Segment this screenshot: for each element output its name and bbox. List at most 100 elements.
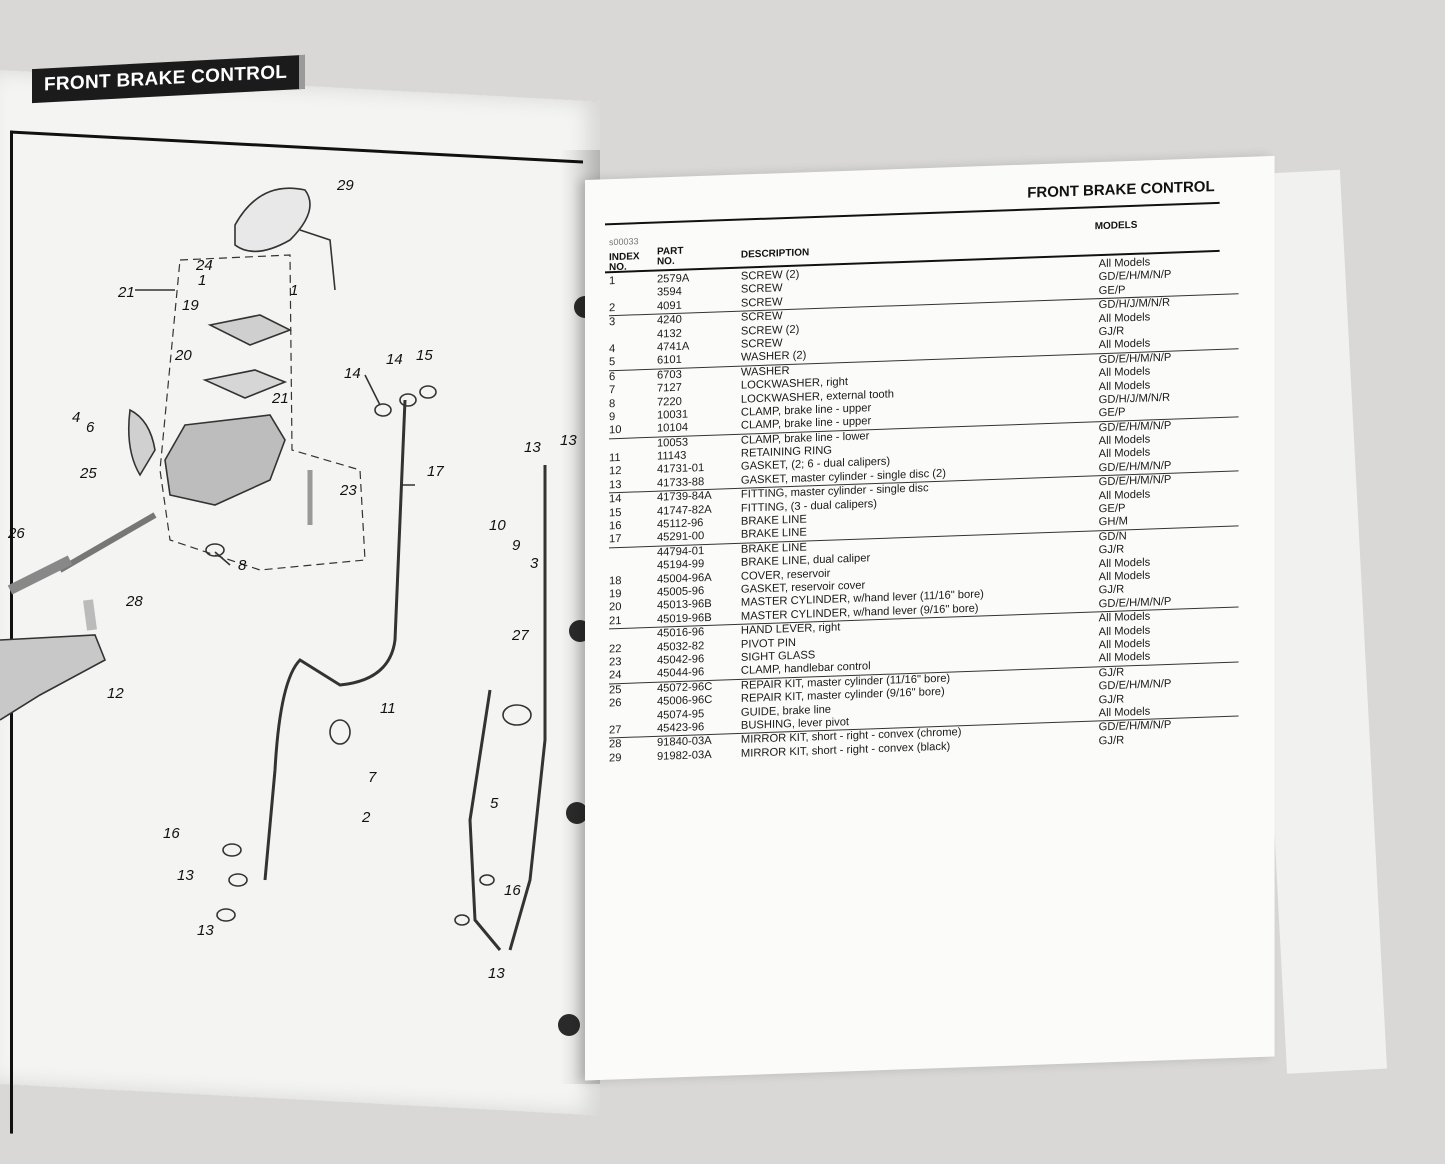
part-number-cell: 7127 (656, 381, 682, 395)
part-number-cell: 4091 (656, 299, 682, 313)
binder-hole (566, 802, 588, 824)
callout: 5 (490, 795, 499, 812)
models-cell: GD/E/H/M/N/P (1098, 595, 1172, 611)
models-cell: GJ/R (1098, 583, 1125, 597)
index-cell: 7 (608, 384, 616, 397)
callout: 7 (368, 769, 377, 786)
index-cell: 3 (608, 316, 616, 329)
part-number-cell: 45291-00 (656, 530, 705, 545)
part-number-cell: 10053 (656, 436, 689, 450)
index-cell: 28 (608, 738, 622, 751)
models-cell: GJ/R (1098, 543, 1125, 557)
index-cell: 5 (608, 356, 616, 369)
part-number-cell: 45044-96 (656, 666, 705, 681)
index-cell: 11 (608, 452, 621, 465)
callout: 10 (489, 517, 506, 534)
callout: 29 (336, 177, 354, 194)
index-cell: 15 (608, 506, 622, 520)
index-cell: 13 (608, 478, 622, 492)
index-cell (609, 629, 639, 630)
callout: 8 (238, 557, 247, 574)
index-cell: 21 (608, 614, 622, 628)
callout: 6 (86, 419, 95, 436)
part-number-cell: 41733-88 (656, 475, 705, 490)
index-cell: 12 (608, 465, 622, 478)
models-cell: GJ/R (1098, 692, 1125, 706)
part-number-cell: 3594 (656, 286, 682, 299)
models-cell: GJ/R (1098, 734, 1125, 748)
binder-hole (558, 1014, 580, 1036)
models-cell: All Models (1098, 705, 1151, 720)
callout: 12 (107, 685, 124, 702)
index-cell: 25 (608, 683, 622, 697)
callout: 11 (380, 700, 396, 717)
callout: 14 (344, 365, 361, 382)
index-cell (609, 438, 639, 439)
exploded-parts-diagram: 29 24 1 1 21 19 20 21 4 6 25 14 15 14 17… (0, 177, 577, 982)
callout: 23 (339, 482, 357, 499)
part-number-cell: 6703 (656, 368, 682, 382)
callout: 4 (72, 409, 80, 426)
callout: 13 (488, 965, 505, 982)
callout: 1 (290, 282, 298, 299)
models-cell: GE/P (1098, 502, 1126, 516)
index-cell (609, 547, 639, 548)
callout: 28 (125, 593, 143, 610)
callout: 17 (427, 463, 444, 480)
index-cell: 16 (608, 519, 622, 533)
index-cell: 9 (608, 410, 616, 424)
models-cell: GJ/R (1098, 666, 1125, 680)
index-cell (609, 710, 639, 711)
callout: 9 (512, 537, 521, 554)
models-cell: GH/M (1098, 515, 1128, 529)
callout: 14 (386, 351, 403, 368)
description-cell: SCREW (740, 295, 783, 310)
header-models: MODELS (1094, 219, 1138, 233)
index-cell (609, 329, 639, 330)
right-page: FRONT BRAKE CONTROL s00033 INDEX NO. PAR… (585, 155, 1275, 1081)
index-cell: 8 (608, 397, 616, 410)
index-cell: 26 (608, 697, 622, 710)
part-number-cell: 45019-96B (656, 611, 712, 626)
part-number-cell: 4741A (656, 340, 690, 354)
index-cell: 1 (608, 275, 616, 288)
index-cell: 20 (608, 601, 622, 614)
right-page-title: FRONT BRAKE CONTROL (1027, 178, 1215, 202)
part-number-cell: 4132 (656, 327, 682, 341)
part-number-cell: 4240 (656, 313, 682, 327)
models-cell: GD/N (1098, 530, 1127, 544)
callout: 1 (198, 272, 206, 289)
index-cell: 6 (608, 370, 616, 384)
description-cell: BRAKE LINE (740, 526, 807, 542)
callout: 21 (271, 390, 289, 407)
callout: 20 (174, 347, 192, 364)
callout: 25 (79, 465, 97, 482)
callout: 13 (197, 922, 214, 939)
index-cell: 4 (608, 342, 616, 356)
models-cell: GE/P (1098, 283, 1126, 297)
index-cell (609, 288, 639, 289)
part-number-cell: 2579A (656, 272, 690, 286)
part-number-cell: 10104 (656, 421, 689, 435)
header-part: PART NO. (656, 245, 684, 268)
models-cell: GE/P (1098, 406, 1126, 420)
part-number-cell: 11143 (656, 449, 687, 463)
description-cell: WASHER (2) (740, 349, 807, 365)
models-cell: All Models (1098, 650, 1151, 665)
callout: 24 (195, 257, 213, 274)
page-code: s00033 (608, 236, 639, 248)
part-number-cell: 6101 (656, 354, 682, 367)
callout: 16 (504, 882, 521, 899)
callout: 19 (182, 297, 199, 314)
callout: 13 (177, 867, 194, 884)
header-description: DESCRIPTION (740, 247, 810, 261)
callout: 16 (163, 825, 180, 842)
callout: 13 (524, 439, 541, 456)
callout: 27 (511, 627, 529, 644)
index-cell: 29 (608, 751, 622, 765)
callout: 15 (416, 347, 433, 364)
part-number-cell: 91982-03A (656, 748, 712, 763)
models-cell: GJ/R (1098, 325, 1125, 339)
index-cell: 19 (608, 587, 622, 601)
